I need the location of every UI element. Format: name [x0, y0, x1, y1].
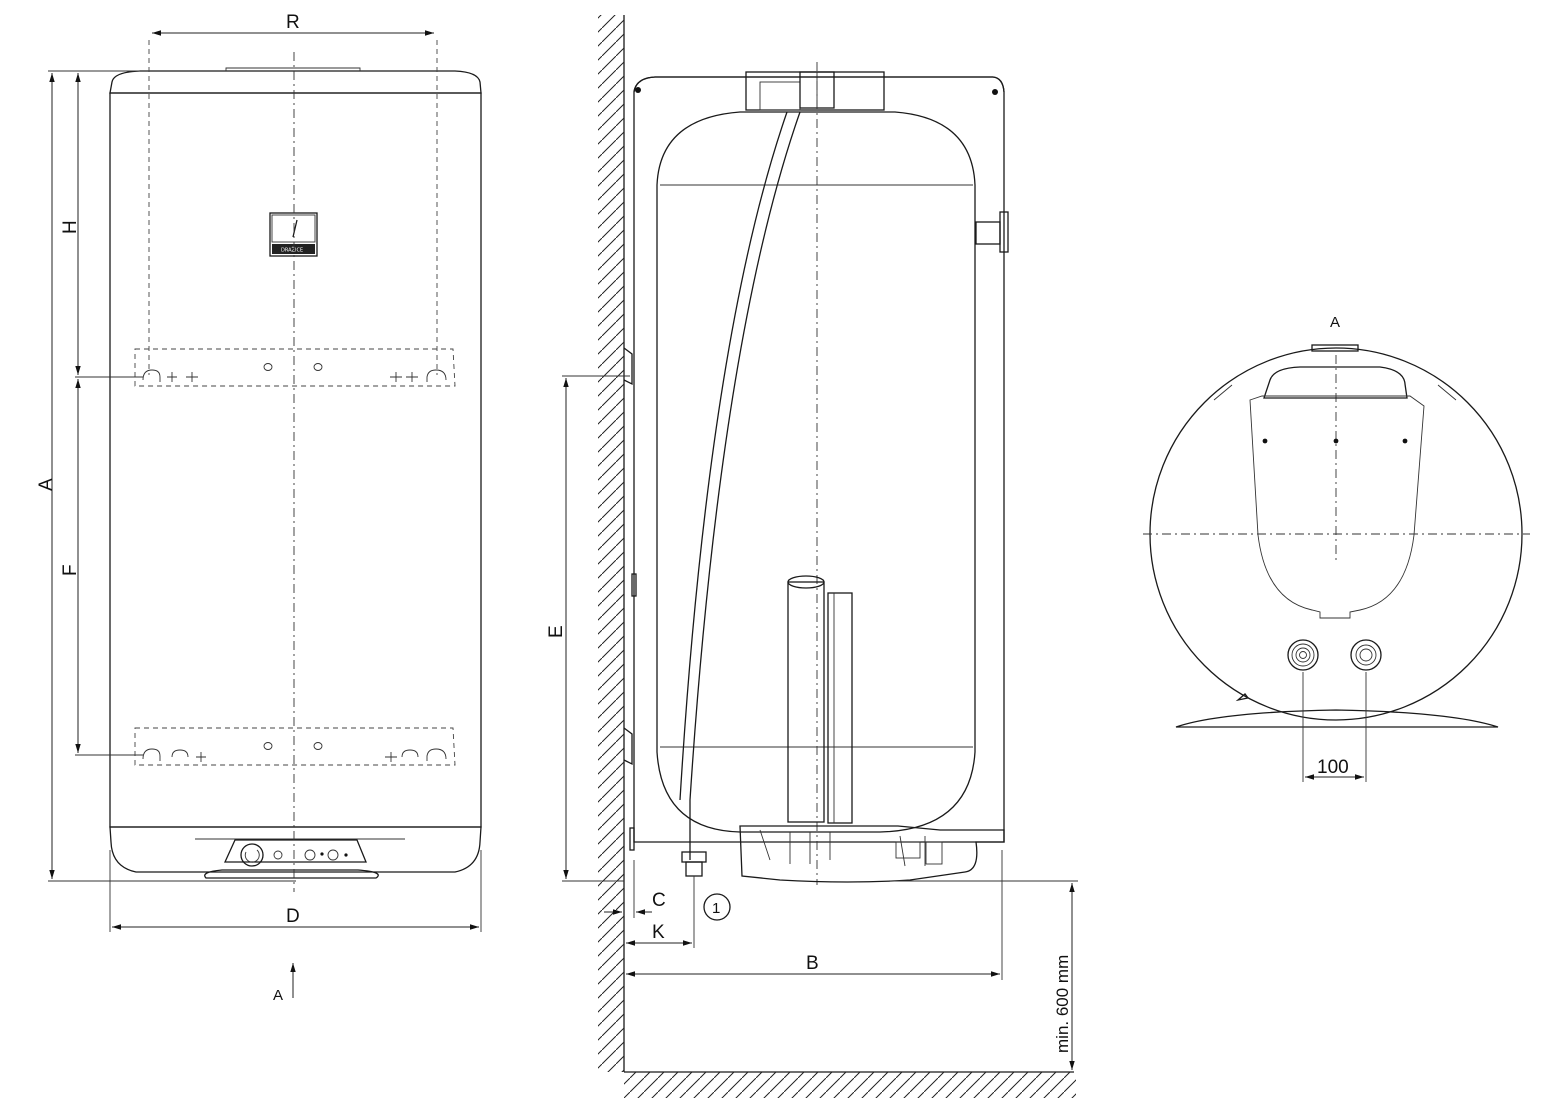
bottom-cap — [109, 826, 482, 873]
gauge-frame — [269, 212, 318, 257]
label-B: B — [806, 953, 819, 974]
bottom-cover — [739, 825, 1005, 883]
control-panel — [223, 839, 367, 863]
label-E: E — [546, 625, 567, 638]
cover-top — [1263, 366, 1408, 399]
label-D: D — [286, 906, 300, 927]
label-clearance: min. 600 mm — [1053, 955, 1072, 1053]
hot-water-pipe-icon — [1350, 639, 1382, 671]
floor-hatch — [624, 1072, 1076, 1098]
side-view: E C K 1 B min. 600 mm — [546, 15, 1078, 1098]
gauge-needle-icon — [292, 219, 298, 238]
bottom-base — [204, 869, 379, 879]
tank-body — [109, 92, 482, 828]
label-K: K — [652, 922, 665, 943]
knob-arrow-icon — [244, 849, 260, 863]
item-1-marker — [703, 893, 731, 921]
label-H: H — [60, 220, 81, 234]
label-R: R — [286, 12, 300, 33]
upper-bracket — [134, 348, 456, 387]
label-item-1: 1 — [712, 900, 720, 917]
wall-hatch — [598, 15, 624, 1072]
top-cap — [109, 70, 482, 94]
inner-tank — [656, 111, 976, 833]
mounting-base — [1175, 709, 1499, 728]
heating-element — [787, 581, 825, 823]
switch-icon — [304, 849, 316, 861]
label-view-a-title: A — [1330, 314, 1340, 331]
top-cap-trim — [225, 67, 361, 71]
front-view: DRAŽICE R — [36, 12, 482, 1004]
lower-bracket — [134, 727, 456, 766]
insulation-jacket — [633, 76, 1005, 843]
thermostat-sheath — [827, 592, 853, 824]
label-view-arrow: A — [273, 987, 283, 1004]
thermometer-icon — [327, 849, 339, 861]
dip-tube — [689, 111, 801, 860]
label-F: F — [60, 564, 81, 576]
view-a: A 100 — [1143, 314, 1530, 782]
label-C: C — [652, 890, 666, 911]
brand-logo: DRAŽICE — [281, 246, 303, 254]
thermostat-knob-icon — [240, 843, 264, 867]
indicator-lamp-icon — [273, 850, 283, 860]
cold-water-pipe-icon — [1287, 639, 1319, 671]
gauge-dial — [271, 214, 316, 243]
logo-bar — [272, 244, 315, 254]
electrical-cover — [1249, 395, 1425, 619]
label-A: A — [36, 478, 57, 491]
label-spacing: 100 — [1317, 757, 1349, 778]
